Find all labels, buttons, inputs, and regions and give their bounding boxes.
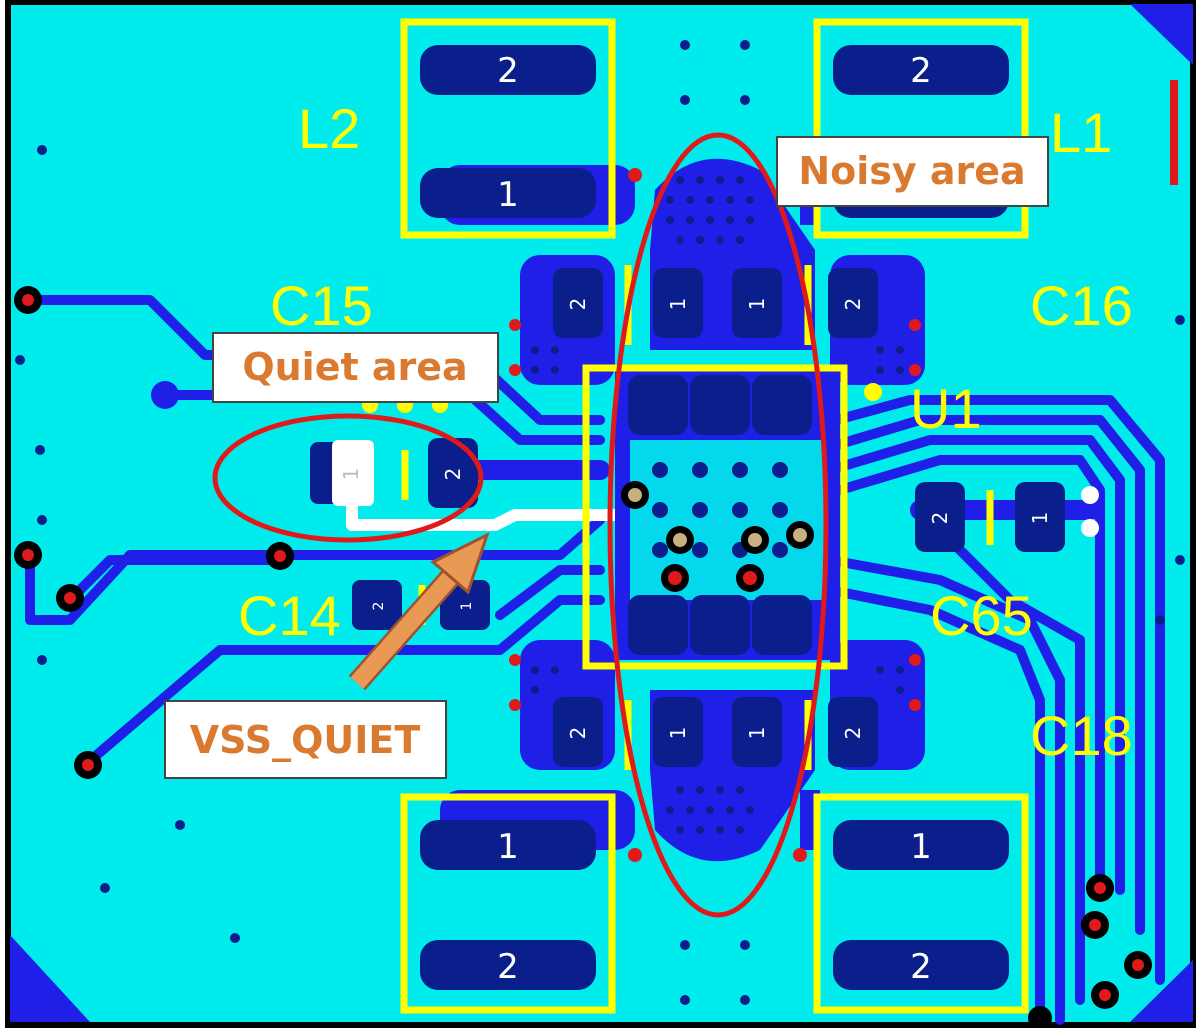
designator-c18: C18: [1030, 704, 1133, 767]
noisy-area-ellipse: [607, 132, 829, 918]
stitching-vias: [531, 176, 904, 834]
copper-corner-bottom-left: [10, 935, 90, 1022]
silkscreen-outlines: [400, 18, 1029, 1014]
c15-pin1-label: 1: [666, 298, 690, 311]
u1-pads: [628, 375, 812, 655]
u1-vias: [621, 481, 814, 592]
c18-pin1-label: 1: [745, 727, 769, 740]
l2-pin2-label: 2: [497, 51, 519, 91]
c16-pin1-label: 1: [745, 298, 769, 311]
quiet-cap-pin2-label: 2: [441, 468, 465, 481]
quiet-cap-pin1-label: 1: [339, 468, 363, 481]
vss-quiet-arrow: [348, 532, 490, 691]
copper-corner-top-right: [1130, 4, 1193, 65]
small-board-dots: [15, 40, 1185, 1005]
callout-noisy: Noisy area: [776, 136, 1049, 207]
c14-pin1-label: 1: [459, 602, 475, 611]
c16-pin2-label: 2: [841, 298, 865, 311]
designator-u1: U1: [910, 377, 982, 440]
c65-pin2-label: 2: [928, 512, 952, 525]
designator-l1: L1: [1050, 101, 1112, 164]
c15-pin2-label: 2: [566, 298, 590, 311]
lower-right-pin1-label: 1: [910, 827, 932, 867]
designator-c16: C16: [1030, 274, 1133, 337]
designator-c14: C14: [238, 584, 341, 647]
red-pad-edges: [509, 168, 921, 862]
small-cap-pads: [310, 268, 1065, 767]
c14-pin2-label: 2: [371, 602, 387, 611]
callout-vss-quiet-text: VSS_QUIET: [190, 718, 421, 762]
lower-left-inductor-pads: [420, 820, 596, 990]
lower-right-inductor-pads: [833, 820, 1009, 990]
board-vias: [14, 286, 1152, 1028]
lower-left-pin2-label: 2: [497, 947, 519, 987]
u1-pin1-marker: [864, 383, 882, 401]
lower-left-cap-pin2-label: 2: [566, 727, 590, 740]
c18-pin2-label: 2: [841, 727, 865, 740]
l2-pin1-label: 1: [497, 175, 519, 215]
designator-c15: C15: [270, 274, 373, 337]
red-edge-mark: [1170, 80, 1178, 185]
l1-pin2-label: 2: [910, 51, 932, 91]
lower-left-cap-pin1-label: 1: [666, 727, 690, 740]
copper-corner-bottom-right: [1130, 960, 1193, 1022]
callout-quiet-text: Quiet area: [242, 345, 467, 389]
c65-pin1-label: 1: [1028, 512, 1052, 525]
designator-c65: C65: [930, 584, 1033, 647]
lower-right-pin2-label: 2: [910, 947, 932, 987]
l2-pads: [420, 45, 596, 218]
quiet-area-ellipse: [212, 413, 484, 543]
callout-quiet: Quiet area: [212, 332, 499, 403]
lower-left-pin1-label: 1: [497, 827, 519, 867]
callout-noisy-text: Noisy area: [798, 149, 1025, 193]
designator-l2: L2: [298, 97, 360, 160]
callout-vss-quiet: VSS_QUIET: [164, 700, 447, 779]
vss-quiet-trace: [346, 499, 636, 531]
